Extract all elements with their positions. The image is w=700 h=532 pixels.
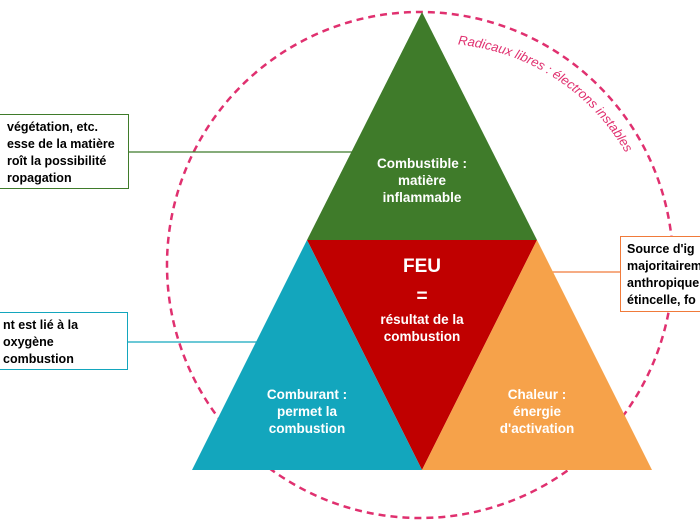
chaleur-note-line-3: anthropique bbox=[627, 276, 700, 290]
svg-text:permet la: permet la bbox=[277, 404, 338, 419]
feu-label: FEU = résultat de la combustion bbox=[380, 256, 464, 344]
chaleur-label: Chaleur : énergie d'activation bbox=[500, 387, 574, 436]
combustible-note-line-3: roît la possibilité bbox=[7, 154, 107, 168]
svg-text:matière: matière bbox=[398, 173, 447, 188]
chaleur-note-line-1: Source d'ig bbox=[627, 242, 695, 256]
svg-text:combustion: combustion bbox=[269, 421, 346, 436]
comburant-note-line-2: oxygène bbox=[3, 335, 54, 349]
combustible-triangle bbox=[307, 12, 537, 240]
svg-text:Comburant :: Comburant : bbox=[267, 387, 347, 402]
comburant-label: Comburant : permet la combustion bbox=[267, 387, 347, 436]
comburant-note-line-3: combustion bbox=[3, 352, 74, 366]
svg-text:résultat de la: résultat de la bbox=[380, 312, 464, 327]
svg-text:=: = bbox=[416, 286, 427, 307]
combustible-note-line-1: végétation, etc. bbox=[7, 120, 98, 134]
chaleur-note-box: Source d'ig majoritairem anthropique éti… bbox=[620, 236, 700, 312]
feu-triangle bbox=[307, 240, 537, 470]
svg-text:Combustible :: Combustible : bbox=[377, 156, 467, 171]
svg-text:d'activation: d'activation bbox=[500, 421, 574, 436]
comburant-note-box: nt est lié à la oxygène combustion bbox=[0, 312, 128, 370]
combustible-note-line-2: esse de la matière bbox=[7, 137, 115, 151]
chaleur-note-line-2: majoritairem bbox=[627, 259, 700, 273]
svg-text:FEU: FEU bbox=[403, 256, 441, 277]
comburant-note-line-1: nt est lié à la bbox=[3, 318, 79, 332]
chaleur-triangle bbox=[422, 240, 652, 470]
combustible-label: Combustible : matière inflammable bbox=[377, 156, 467, 205]
svg-text:inflammable: inflammable bbox=[383, 190, 462, 205]
comburant-triangle bbox=[192, 240, 422, 470]
combustible-note-box: végétation, etc. esse de la matière roît… bbox=[0, 114, 129, 189]
svg-text:combustion: combustion bbox=[384, 329, 461, 344]
chaleur-note-line-4: étincelle, fo bbox=[627, 293, 696, 307]
svg-text:énergie: énergie bbox=[513, 404, 562, 419]
combustible-note-line-4: ropagation bbox=[7, 171, 72, 185]
svg-text:Chaleur :: Chaleur : bbox=[508, 387, 567, 402]
